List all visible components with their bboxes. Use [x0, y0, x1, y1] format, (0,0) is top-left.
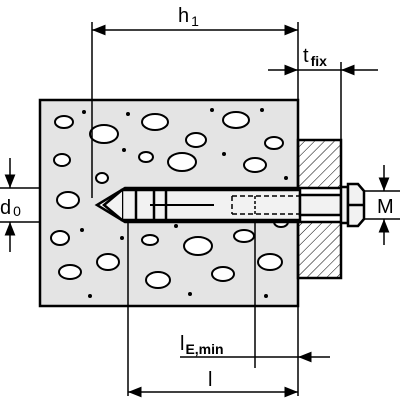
aggregate-stones [50, 111, 289, 289]
dimension-lines [4, 24, 390, 398]
label-lEmin: lE,min [180, 333, 224, 357]
anchor-sleeve [102, 188, 302, 222]
extension-lines [0, 22, 400, 396]
label-M: M [377, 196, 394, 218]
label-l: l [208, 369, 212, 391]
fixture-plate [296, 138, 343, 280]
bolt-and-nut [298, 182, 366, 228]
